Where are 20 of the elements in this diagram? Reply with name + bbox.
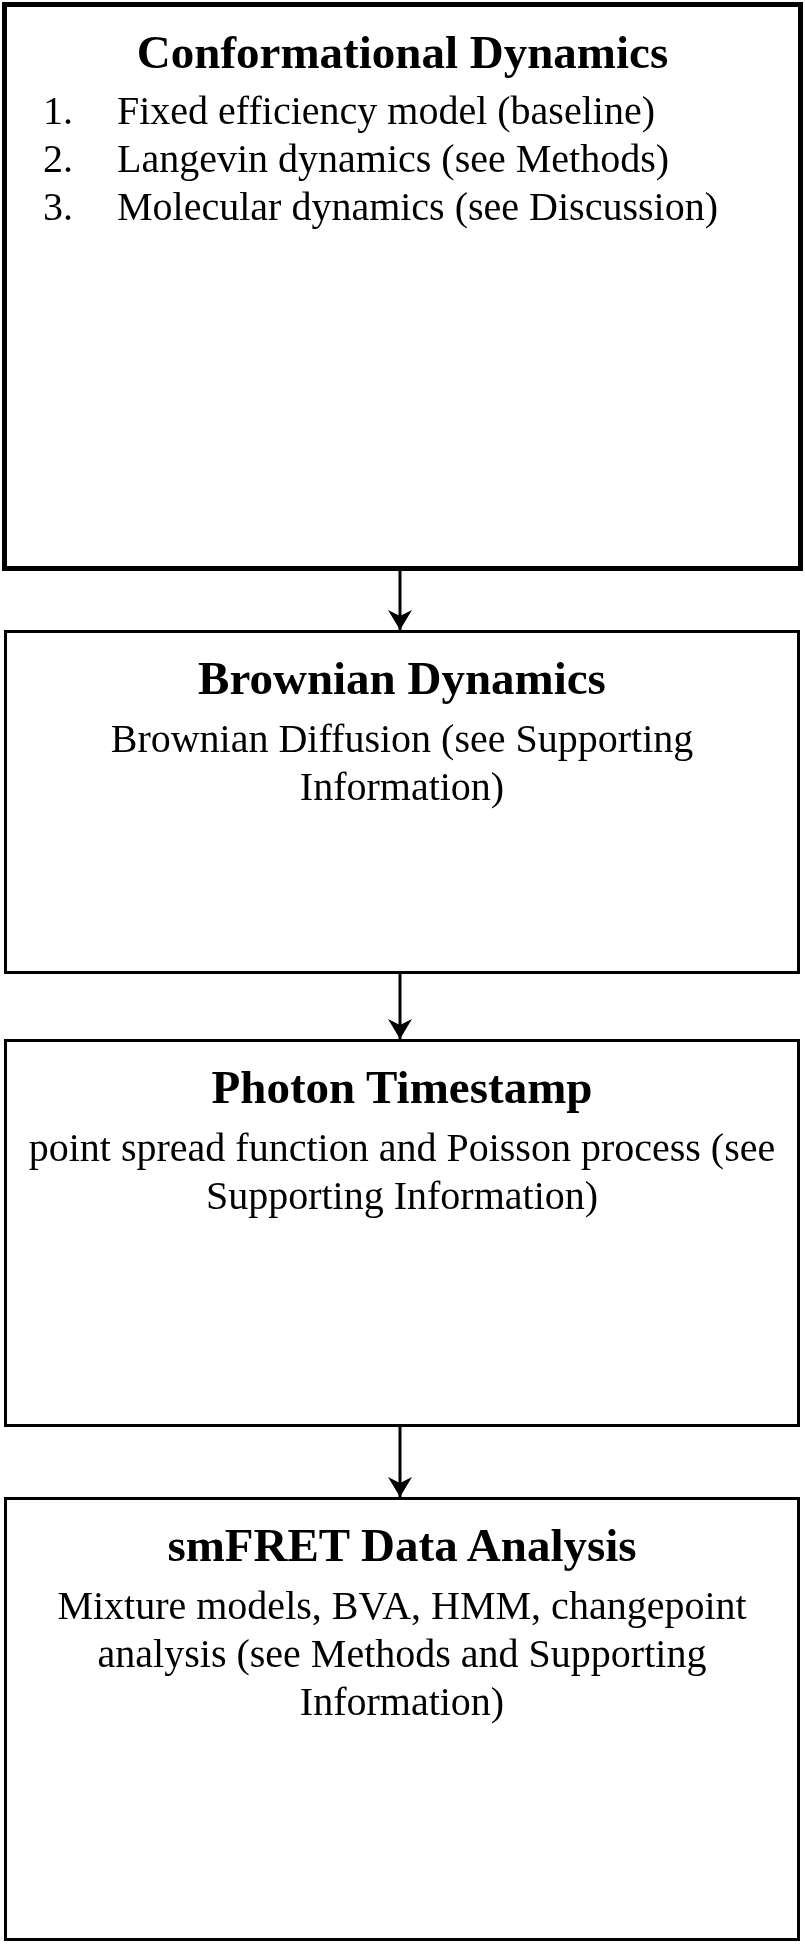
arrow <box>388 1427 412 1497</box>
arrow <box>388 571 412 630</box>
list-item-text: Molecular dynamics (see Discussion) <box>117 183 718 232</box>
process-box <box>4 1497 800 1941</box>
box-description: point spread function and Poisson process (see Supporting Information) <box>27 1124 777 1221</box>
box-heading: Conformational Dynamics <box>135 25 670 80</box>
process-box <box>4 630 800 974</box>
arrow <box>388 974 412 1039</box>
box-heading: Brownian Dynamics <box>197 651 607 706</box>
process-box <box>2 2 803 571</box>
box-description: Brownian Diffusion (see Supporting Information) <box>109 715 695 812</box>
list-number: 2. <box>43 135 74 184</box>
box-description: Mixture models, BVA, HMM, changepoint analysis (see Methods and Supporting Information) <box>56 1582 748 1727</box>
list-item-text: Fixed efficiency model (baseline) <box>117 87 655 136</box>
list-item-text: Langevin dynamics (see Methods) <box>117 135 670 184</box>
list-number: 3. <box>43 183 74 232</box>
list-number: 1. <box>43 87 74 136</box>
box-heading: Photon Timestamp <box>210 1060 594 1115</box>
process-box <box>4 1039 800 1427</box>
box-heading: smFRET Data Analysis <box>166 1518 638 1573</box>
